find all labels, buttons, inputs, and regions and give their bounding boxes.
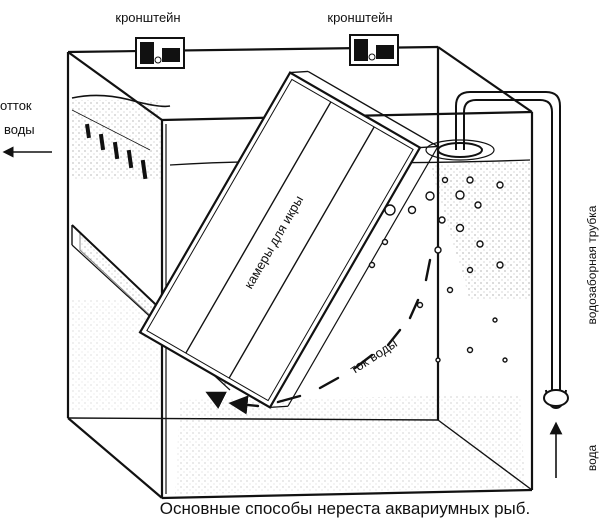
water-stipple [72, 100, 530, 494]
outflow-slots [85, 123, 148, 180]
water-current-label: ток воды [347, 336, 400, 377]
bracket-right [349, 34, 399, 66]
water-in-label: вода [585, 445, 599, 472]
bracket-left-label: кронштейн [115, 10, 180, 25]
bubbles [368, 176, 508, 363]
intake-tube-label: водозаборная трубка [585, 205, 599, 324]
bracket-right-label: кронштейн [327, 10, 392, 25]
water-current-arrow [205, 258, 432, 415]
figure-caption: Основные способы нереста аквариумных рыб… [160, 499, 531, 518]
egg-chambers-box: камеры для икры [138, 70, 439, 409]
outflow-label-line2: воды [4, 122, 35, 137]
intake-tube [425, 91, 569, 410]
bracket-left [135, 37, 185, 69]
outflow-label-line1: отток [0, 98, 32, 113]
